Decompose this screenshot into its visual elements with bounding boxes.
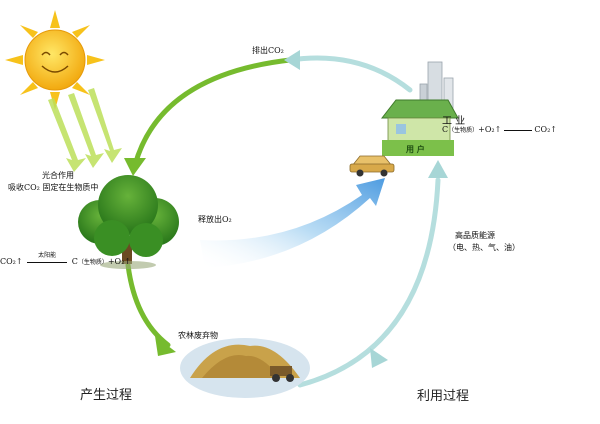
- cycle-arc-green-lower: [125, 262, 171, 348]
- o2-release-arrow: [200, 178, 385, 268]
- label-release-o2: 释放出O₂: [198, 215, 232, 224]
- tree-icon: [78, 175, 179, 269]
- arrow-head-left-top: [284, 50, 300, 70]
- haystack-icon: [180, 338, 310, 398]
- label-emit-co2: 排出CO₂: [252, 46, 284, 55]
- arrow-head-up-right: [428, 160, 448, 178]
- car-icon: [349, 155, 395, 177]
- label-utilization-process: 利用过程: [417, 389, 470, 404]
- equation-industry: C（生物质）+O₂↑ CO₂↑: [442, 125, 557, 134]
- arrow-head-to-waste: [155, 336, 176, 356]
- label-production-process: 产生过程: [80, 388, 133, 403]
- label-energy-types: （电、热、气、油）: [448, 243, 520, 252]
- sunlight-rays: [48, 88, 122, 172]
- label-absorb-co2: 吸收CO₂ 固定在生物质中: [8, 183, 99, 192]
- arrow-head-mid-right: [370, 348, 388, 368]
- label-waste: 农林废弃物: [178, 331, 218, 340]
- sun-icon: [5, 10, 105, 110]
- arrow-head-down-left: [124, 158, 146, 176]
- label-user: 用 户: [406, 144, 425, 154]
- label-photosynthesis: 光合作用: [42, 171, 74, 180]
- cycle-arc-teal-right: [297, 177, 441, 388]
- label-industry: 工 业: [442, 116, 466, 127]
- cycle-arc-green: [132, 57, 293, 168]
- equation-photosynthesis: CO₂↑ 太阳能 C（生物质）+O₂↑: [0, 252, 131, 266]
- cycle-arc-teal-top: [287, 55, 413, 93]
- label-high-energy: 高品质能源: [455, 231, 495, 240]
- house-icon: [380, 99, 459, 156]
